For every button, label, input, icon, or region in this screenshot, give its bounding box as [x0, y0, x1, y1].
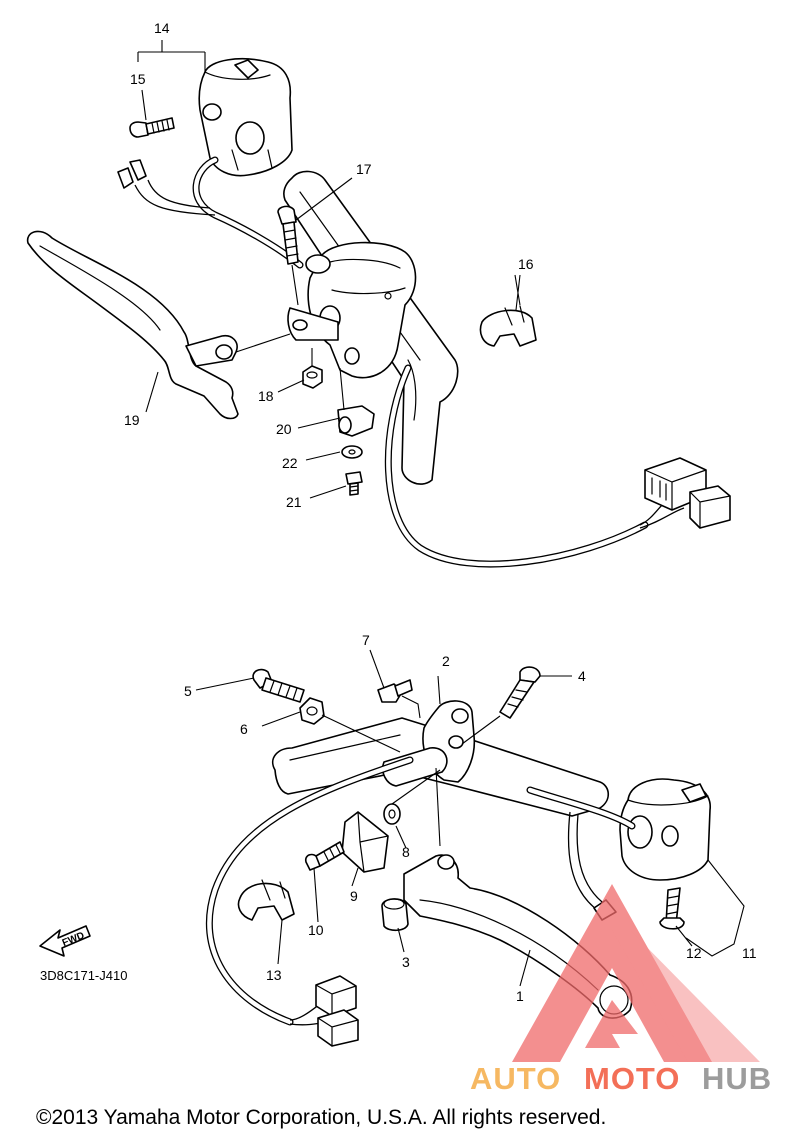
nut-6 — [299, 697, 401, 753]
master-cylinder — [287, 241, 417, 379]
callout-11: 11 — [742, 945, 757, 961]
callout-21: 21 — [286, 494, 302, 510]
callout-15: 15 — [130, 71, 146, 87]
switch-housing-11 — [619, 778, 711, 881]
watermark-auto: AUTO — [470, 1061, 561, 1096]
switch-housing-14 — [198, 58, 293, 177]
screw-7 — [377, 679, 421, 719]
callout-9: 9 — [350, 888, 358, 904]
collar-3 — [381, 898, 409, 932]
switch-9 — [341, 811, 389, 873]
switch-wires-top — [117, 156, 304, 269]
callout-7: 7 — [362, 632, 370, 648]
top-assembly — [26, 58, 731, 568]
connector-top-right — [644, 457, 731, 529]
callout-16: 16 — [518, 256, 534, 272]
bolt-4 — [461, 666, 541, 745]
callout-17: 17 — [356, 161, 372, 177]
callout-1: 1 — [516, 988, 524, 1004]
callout-22: 22 — [282, 455, 298, 471]
callout-14: 14 — [154, 20, 170, 36]
screw-10 — [304, 841, 345, 871]
callout-2: 2 — [442, 653, 450, 669]
nut-18 — [302, 348, 323, 389]
callout-8: 8 — [402, 844, 410, 860]
bolt-5 — [252, 668, 305, 703]
screw-15 — [129, 117, 175, 138]
diagram-code: 3D8C171-J410 — [40, 968, 127, 983]
washer-22 — [341, 445, 363, 459]
clamp-13 — [237, 879, 295, 921]
watermark-logo-icon — [512, 884, 760, 1062]
automotohub-watermark: AUTO MOTO HUB — [470, 884, 772, 1096]
callout-5: 5 — [184, 683, 192, 699]
switch-20 — [337, 367, 375, 437]
screw-21 — [345, 471, 363, 496]
lever-19 — [26, 230, 291, 420]
callout-20: 20 — [276, 421, 292, 437]
fwd-label: FWD — [61, 930, 86, 949]
callout-12: 12 — [686, 945, 702, 961]
callout-13: 13 — [266, 967, 282, 983]
connector-bottom-left — [315, 975, 359, 1047]
callout-10: 10 — [308, 922, 324, 938]
wire-harness-bottom — [205, 756, 414, 1026]
collar-8 — [383, 769, 441, 825]
leader-lines — [137, 40, 745, 987]
bolt-17 — [277, 205, 299, 306]
fwd-arrow-icon: FWD — [39, 925, 91, 957]
callout-labels: 14 15 17 16 18 19 20 22 21 7 2 4 5 6 8 9… — [40, 20, 757, 1004]
callout-4: 4 — [578, 668, 586, 684]
callout-3: 3 — [402, 954, 410, 970]
screw-12 — [659, 887, 685, 930]
watermark-hub: HUB — [702, 1061, 772, 1096]
bottom-assembly: FWD — [39, 666, 711, 1047]
copyright-notice: ©2013 Yamaha Motor Corporation, U.S.A. A… — [36, 1106, 606, 1129]
watermark-moto: MOTO — [584, 1061, 680, 1096]
wire-harness-top — [384, 364, 685, 568]
callout-19: 19 — [124, 412, 140, 428]
clamp-16 — [479, 274, 537, 347]
callout-6: 6 — [240, 721, 248, 737]
callout-18: 18 — [258, 388, 274, 404]
